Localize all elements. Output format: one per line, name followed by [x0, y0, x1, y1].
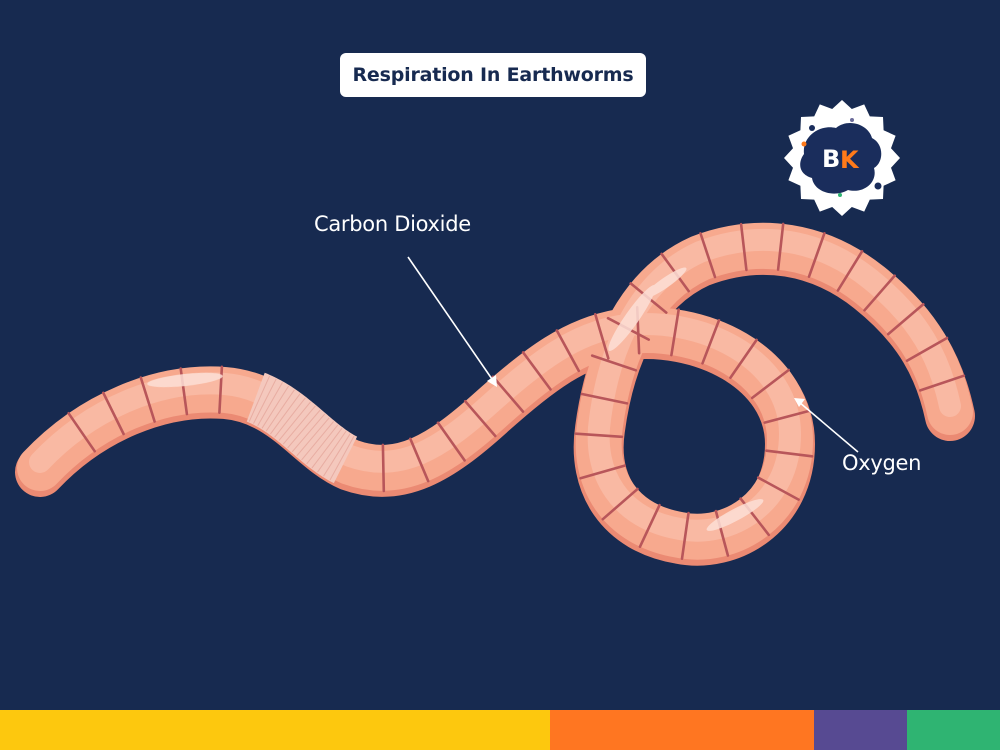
clitellum-stripe: [265, 389, 295, 432]
oxygen-label: Oxygen: [842, 451, 922, 475]
worm-ring: [739, 222, 748, 272]
worm-ring: [807, 232, 826, 279]
clitellum-stripe: [329, 435, 355, 481]
oxygen-arrow: [794, 398, 859, 453]
clitellum-stripe: [253, 378, 277, 424]
worm-ring: [436, 421, 466, 462]
carbon-dioxide-label: Carbon Dioxide: [314, 212, 471, 236]
page-title: Respiration In Earthworms: [352, 64, 634, 86]
worm-ring: [776, 222, 785, 271]
bk-splat-logo-icon: B K: [784, 100, 900, 216]
earthworm: [40, 222, 966, 561]
worm-ring: [638, 503, 661, 549]
worm-ring: [590, 354, 638, 372]
clitellum-stripe: [282, 405, 316, 445]
clitellum-stripe: [257, 382, 283, 427]
clitellum-stripe: [269, 393, 301, 435]
clitellum-band: [246, 372, 358, 484]
worm-ring: [491, 375, 525, 413]
worm-ring: [67, 411, 96, 453]
worm-ring: [763, 409, 811, 424]
clitellum-stripe: [248, 375, 271, 422]
clitellum-stripe: [311, 427, 343, 469]
worm-ring: [139, 376, 156, 423]
worm-ring: [765, 449, 814, 458]
clitellum-stripe: [278, 401, 311, 441]
worm-ring: [102, 391, 125, 436]
worm-ring: [593, 312, 610, 360]
clitellum-stripe: [291, 413, 326, 453]
color-bar-segment: [550, 710, 814, 750]
worm-ring: [699, 232, 717, 279]
worm-clitellum: [246, 372, 358, 484]
worm-ring: [574, 432, 624, 439]
logo-letter-b: B: [822, 145, 840, 173]
worm-ring: [580, 392, 629, 405]
worm-ring: [218, 365, 224, 415]
worm-ring: [886, 302, 925, 336]
worm-ring: [836, 250, 864, 292]
worm-ring: [555, 329, 581, 373]
worm-ring: [579, 464, 627, 480]
worm-ring: [905, 336, 949, 363]
worm-ring: [521, 351, 552, 391]
clitellum-stripe: [317, 430, 347, 473]
worm-gloss-highlights: [147, 267, 764, 531]
worm-ring: [701, 318, 721, 365]
worm-ring: [750, 368, 791, 400]
worm-ring: [918, 374, 966, 392]
worm-ring: [863, 274, 897, 312]
worm-ring: [601, 487, 639, 521]
clitellum-stripe: [287, 409, 321, 449]
worm-ring: [670, 308, 681, 357]
title-box: Respiration In Earthworms: [340, 53, 646, 97]
logo-letter-k: K: [840, 146, 860, 174]
clitellum-stripe: [301, 421, 334, 461]
clitellum-stripe: [306, 424, 339, 465]
color-bar-segment: [0, 710, 550, 750]
bottom-color-bar: [0, 710, 1000, 750]
worm-ring: [729, 338, 758, 380]
worm-ring: [463, 399, 497, 438]
color-bar-segment: [814, 710, 907, 750]
worm-ring: [381, 443, 386, 493]
clitellum-stripe: [261, 385, 290, 429]
worm-ring: [408, 437, 430, 483]
clitellum-stripe: [323, 433, 351, 477]
carbon-dioxide-arrow: [407, 256, 497, 387]
worm-ring: [756, 476, 800, 501]
clitellum-stripe: [274, 397, 306, 438]
clitellum-stripe: [296, 417, 330, 457]
color-bar-segment: [907, 710, 1000, 750]
worm-ring: [680, 511, 690, 561]
